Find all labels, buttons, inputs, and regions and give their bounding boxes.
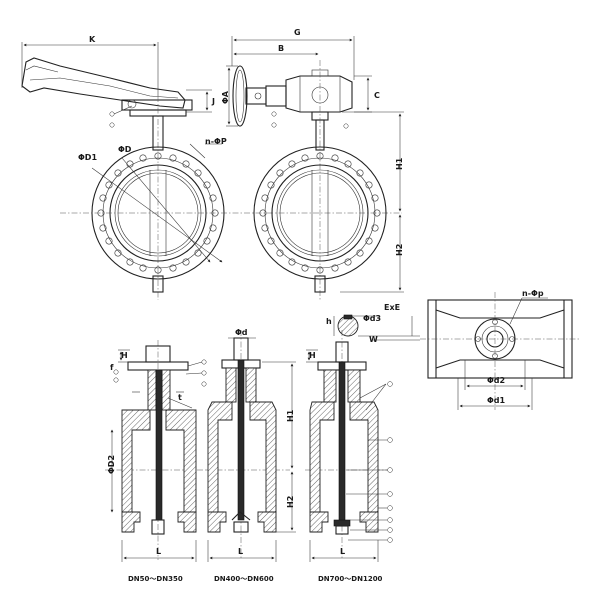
caption-medium: DN400～DN600	[214, 575, 274, 583]
gearbox	[285, 75, 353, 113]
dim-G-label: G	[294, 28, 301, 37]
detail-ExE-label: ExE	[384, 303, 400, 312]
dim-phiD1-label: ΦD1	[78, 153, 97, 162]
detail-W-label: W	[369, 335, 378, 344]
sec3-L-label: L	[340, 547, 345, 556]
lever-valve-front-view	[21, 42, 402, 300]
sec2-phid-label: Φd	[235, 328, 248, 337]
sec1-t-label: t	[178, 393, 182, 402]
section-large	[305, 330, 393, 562]
dim-H2-label: H2	[395, 244, 404, 256]
dim-H1-label: H1	[395, 157, 404, 170]
sec2-H1-label: H1	[286, 409, 295, 422]
sec2-H2-label: H2	[286, 496, 295, 508]
section-medium	[205, 330, 296, 562]
dim-C-label: C	[374, 91, 380, 100]
detail-nphip-label: n-Φp	[522, 289, 544, 298]
dim-B-label: B	[278, 44, 284, 53]
sec2-L-label: L	[238, 547, 243, 556]
stem-key-section	[333, 314, 420, 341]
detail-phid3-label: Φd3	[363, 314, 381, 323]
dim-K-label: K	[89, 35, 96, 44]
dim-nphiP-label: n-ΦP	[205, 137, 227, 146]
handwheel	[232, 65, 248, 127]
detail-phid2-label: Φd2	[487, 376, 505, 385]
caption-large: DN700～DN1200	[318, 575, 383, 583]
sec3-H-label: H	[309, 351, 316, 360]
gear-flange-outer	[253, 146, 387, 280]
sec1-phiD2-label: ΦD2	[107, 455, 116, 474]
dim-J-label: J	[211, 97, 215, 106]
caption-small: DN50～DN350	[128, 575, 183, 583]
bolt-holes-right	[259, 152, 381, 274]
sec1-f-label: f	[110, 363, 114, 372]
detail-h-label: h	[326, 317, 332, 326]
gear-valve-front-view	[226, 36, 404, 300]
stem-top-detail	[420, 292, 580, 410]
sec1-L-label: L	[156, 547, 161, 556]
section-small	[105, 340, 207, 562]
dim-phiA-label: ΦA	[221, 90, 230, 104]
dim-phiD-label: ΦD	[118, 145, 132, 154]
sec1-H-label: H	[121, 351, 128, 360]
detail-phid1-label: Φd1	[487, 396, 506, 405]
